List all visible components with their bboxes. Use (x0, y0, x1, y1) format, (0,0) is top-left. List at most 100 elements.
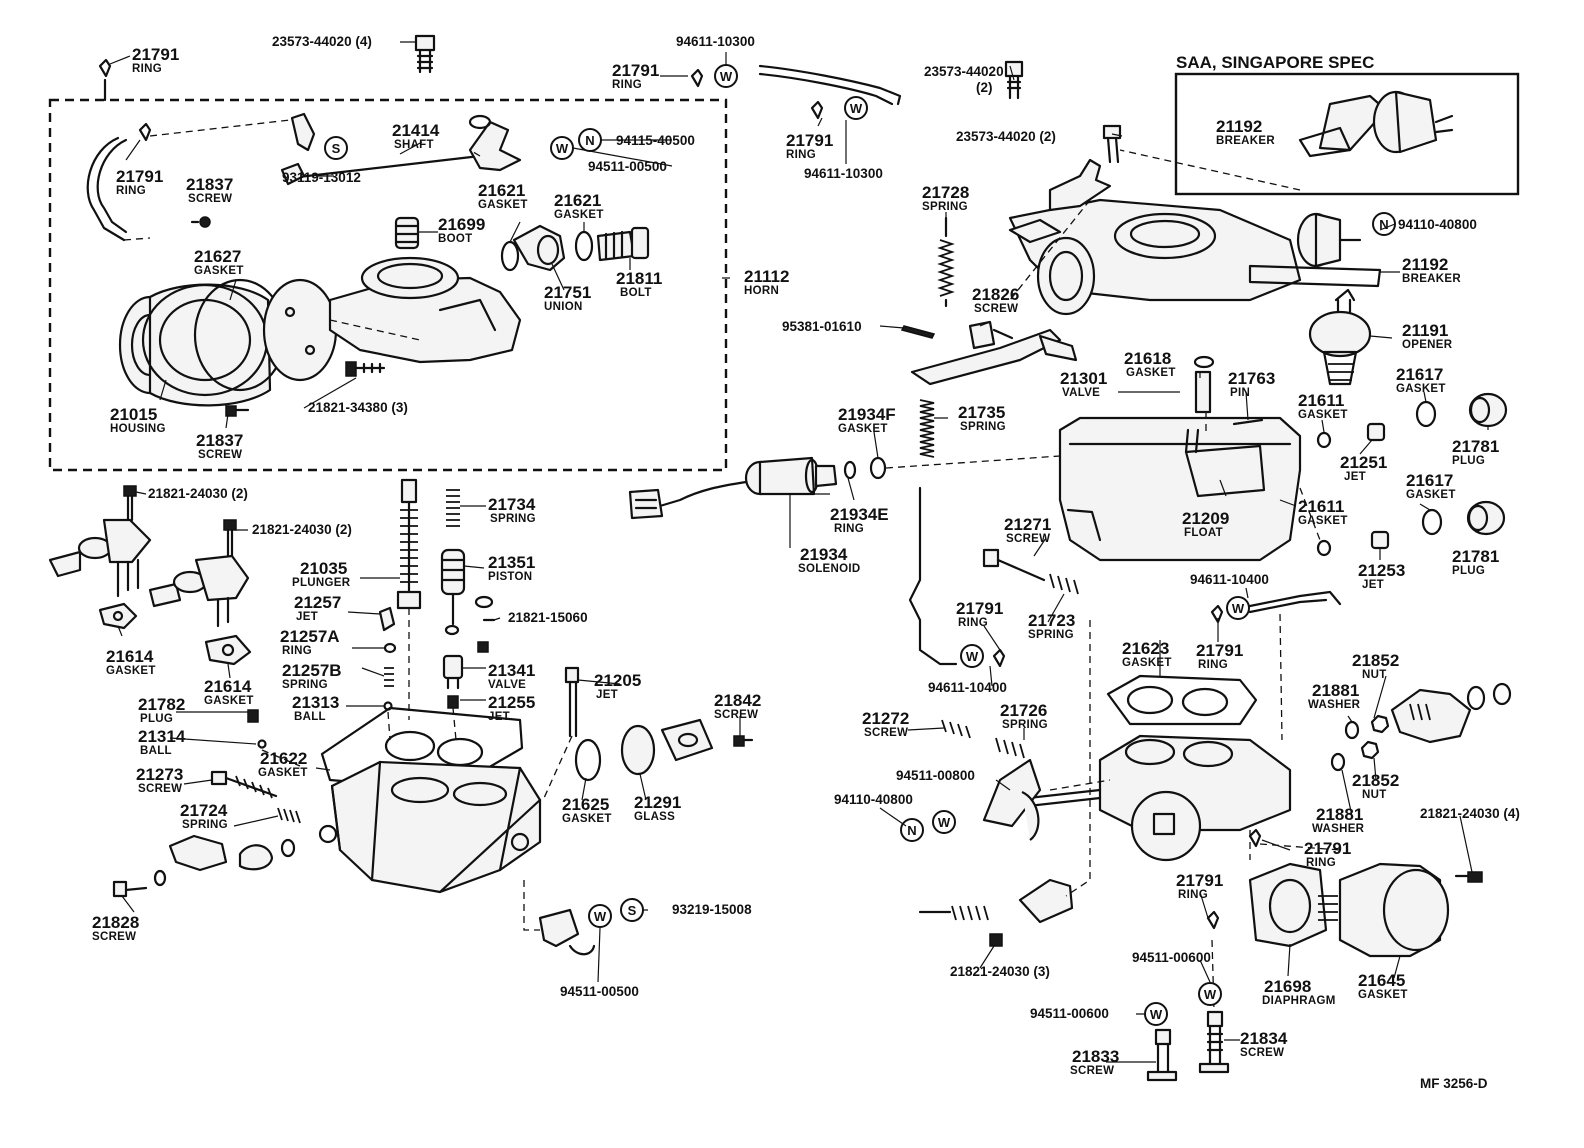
label-21934-desc: SOLENOID (798, 563, 860, 575)
symbol-n-94110-top: N (1372, 212, 1396, 236)
bracket-94511-00500-assy (538, 908, 596, 956)
label-21881-a-desc: WASHER (1308, 699, 1361, 711)
label-21791-d: 21791 (786, 131, 833, 150)
throttle-body (1008, 734, 1292, 862)
symbol-w-94611-10400-right: W (1226, 596, 1250, 620)
label-21811-desc: BOLT (620, 287, 652, 299)
screw-21826 (968, 320, 1014, 350)
gasket-21625 (574, 738, 602, 782)
label-21645: 21645 (1358, 971, 1405, 990)
vacuum-pipe-top (758, 64, 902, 106)
vacuum-pipe-left (86, 136, 128, 242)
label-21834: 21834 (1240, 1029, 1288, 1048)
union-21751 (512, 224, 566, 272)
horn-cover-plate (262, 278, 338, 382)
label-23573-b: 23573-44020 (924, 64, 1004, 79)
label-21781-a: 21781 (1452, 437, 1499, 456)
screw-21271 (982, 548, 1046, 582)
label-21622-desc: GASKET (258, 767, 308, 779)
label-21811: 21811 (616, 269, 662, 288)
bracket-top-right (1048, 158, 1112, 212)
bolt-21811 (596, 226, 650, 262)
label-21791-g-desc: RING (1306, 857, 1336, 869)
label-94110-b: 94110-40800 (834, 792, 913, 807)
label-93119: 93119-13012 (282, 170, 361, 185)
symbol-w-94511-00600-right: W (1198, 982, 1222, 1006)
label-21623: 21623 (1122, 639, 1169, 658)
label-21015-desc: HOUSING (110, 423, 166, 435)
label-21934f-desc: GASKET (838, 423, 888, 435)
label-21614-a-desc: GASKET (106, 665, 156, 677)
ring-21791-lower-right (1248, 828, 1262, 848)
retainer-21821-15060 (474, 595, 496, 622)
air-horn-body (1008, 198, 1302, 316)
label-21791-f-desc: RING (1198, 659, 1228, 671)
label-21314-desc: BALL (140, 745, 172, 757)
symbol-w-94511-00500-top: W (550, 136, 574, 160)
label-21645-desc: GASKET (1358, 989, 1408, 1001)
svg-text:S: S (332, 141, 341, 156)
diaphragm-housing-21645 (1338, 862, 1450, 958)
diagram-code: MF 3256-D (1420, 1076, 1488, 1091)
label-21852-a-desc: NUT (1362, 669, 1387, 681)
spring-21726 (995, 737, 1025, 759)
label-21828: 21828 (92, 913, 139, 932)
svg-text:W: W (1232, 601, 1245, 616)
svg-text:N: N (907, 823, 916, 838)
label-23573-a: 23573-44020 (4) (272, 34, 372, 49)
screw-21272 (941, 719, 971, 739)
vacuum-rod-left (908, 486, 958, 666)
label-21035-desc: PLUNGER (292, 577, 351, 589)
label-21791-g: 21791 (1304, 839, 1351, 858)
label-21621-a-desc: GASKET (478, 199, 528, 211)
ring-21791-mid-center (810, 100, 824, 120)
label-94110-a: 94110-40800 (1398, 217, 1477, 232)
label-94511-a: 94511-00500 (588, 159, 667, 174)
label-21255: 21255 (488, 693, 535, 712)
part-labels: 21791 RING 23573-44020 (4) 94611-10300 2… (92, 34, 1520, 1091)
label-21934e-desc: RING (834, 523, 864, 535)
spring-21257b (384, 667, 394, 687)
solenoid-21934 (628, 456, 838, 520)
nut-21852-top (1370, 714, 1390, 734)
label-21791-e: 21791 (956, 599, 1003, 618)
label-21724: 21724 (180, 801, 228, 820)
spring-21728 (937, 216, 955, 308)
actuator-spring-lower (918, 878, 1074, 924)
label-21271: 21271 (1004, 515, 1051, 534)
label-21726-desc: SPRING (1002, 719, 1048, 731)
gasket-21623 (1106, 674, 1258, 726)
label-21625: 21625 (562, 795, 609, 814)
label-21611-b-desc: GASKET (1298, 515, 1348, 527)
svg-text:W: W (1150, 1007, 1163, 1022)
label-94611-b: 94611-10300 (804, 166, 883, 181)
jet-21253 (1370, 530, 1390, 550)
label-21205: 21205 (594, 671, 641, 690)
label-21881-b-desc: WASHER (1312, 823, 1365, 835)
right-dashed-leads (885, 149, 1321, 541)
label-95381: 95381-01610 (782, 319, 862, 334)
boot-21699 (394, 216, 420, 250)
svg-text:W: W (720, 69, 733, 84)
vacuum-pipe-right-lower (1248, 590, 1342, 614)
label-21313: 21313 (292, 693, 339, 712)
label-21614-b-desc: GASKET (204, 695, 254, 707)
label-21614-a: 21614 (106, 647, 154, 666)
label-21621-b: 21621 (554, 191, 601, 210)
washer-21881-top (1344, 720, 1360, 740)
label-21341-desc: VALVE (488, 679, 526, 691)
label-21627: 21627 (194, 247, 241, 266)
label-23573-c: 23573-44020 (2) (956, 129, 1056, 144)
label-21821-e: 21821-24030 (4) (1420, 806, 1520, 821)
label-94511-c: 94511-00600 (1132, 950, 1211, 965)
label-21934e: 21934E (830, 505, 889, 524)
symbol-n-94110-bottom: N (900, 818, 924, 842)
jet-21205 (564, 666, 580, 738)
lever-upper-right (468, 114, 522, 172)
label-21833: 21833 (1072, 1047, 1119, 1066)
label-21698-desc: DIAPHRAGM (1262, 995, 1336, 1007)
label-21791-h-desc: RING (1178, 889, 1208, 901)
label-21791-h: 21791 (1176, 871, 1223, 890)
label-94611-c: 94611-10400 (1190, 572, 1269, 587)
label-21852-b: 21852 (1352, 771, 1399, 790)
